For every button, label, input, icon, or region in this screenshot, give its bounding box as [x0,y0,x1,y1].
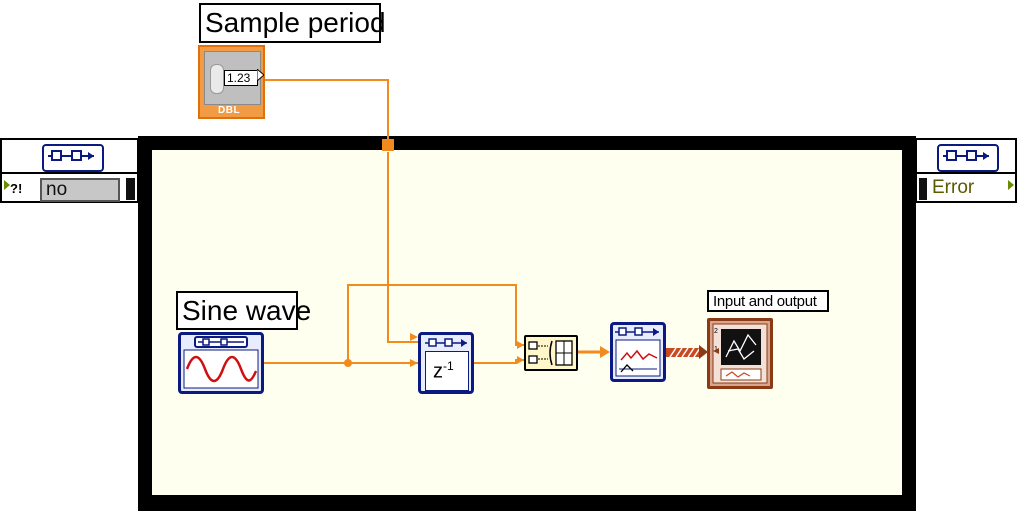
wire-arrow-chart [699,345,708,359]
wire-arrow-delay-top [410,333,418,341]
sample-period-control[interactable]: 1.23 DBL [198,45,265,119]
delay-symbol: z-1 [433,359,454,384]
wire-waveform [666,348,700,357]
wire-arrow-delay-bottom [410,359,418,367]
cluster-wire-icon [937,144,999,172]
xy-chart-icon: 2 1 [712,323,768,384]
delay-display [425,351,469,391]
node-start-bar [919,178,927,200]
loop-right-data-node[interactable] [915,138,1017,203]
sine-wave-icon [183,336,259,389]
input-output-chart[interactable]: 2 1 [707,318,773,389]
cluster-wire-icon [42,144,104,172]
node-divider [917,172,1015,174]
sine-wave-block[interactable] [178,332,264,394]
sample-period-label: Sample period [199,3,386,43]
delay-exponent: -1 [443,359,454,373]
build-array-icon [528,340,573,366]
numeric-control-body: 1.23 [204,51,261,105]
wire-arrow-graph [600,346,610,358]
waveform-graph-icon [615,327,661,377]
build-array-block[interactable] [524,335,578,371]
loop-tunnel [382,139,394,151]
input-output-label: Input and output [707,290,829,312]
left-node-value[interactable]: no [40,178,120,202]
data-type-badge: DBL [218,105,241,116]
sample-period-value[interactable]: 1.23 [224,70,258,86]
delay-z: z [433,360,443,383]
waveform-block[interactable] [610,322,666,382]
wire-sample-period [262,79,389,143]
wire-junction [344,359,352,367]
node-end-bar [126,178,135,200]
svg-text:2: 2 [714,328,718,335]
wire-sample-period-into-loop [387,152,418,343]
wire-arrow-build-bottom [517,356,524,364]
sine-wave-label: Sine wave [176,291,311,330]
node-divider [2,172,137,174]
unit-delay-block[interactable]: z-1 [418,332,474,394]
status-glyph: ?! [10,181,23,196]
input-terminal-icon [4,180,10,190]
increment-arrows-icon[interactable] [210,64,224,94]
wire-delay-out [474,359,524,364]
wire-arrow-build-top [517,341,524,349]
cluster-wire-icon [425,338,467,347]
output-terminal-icon [257,69,264,81]
output-terminal-icon [1008,180,1014,190]
right-node-value[interactable]: Error [932,177,975,198]
